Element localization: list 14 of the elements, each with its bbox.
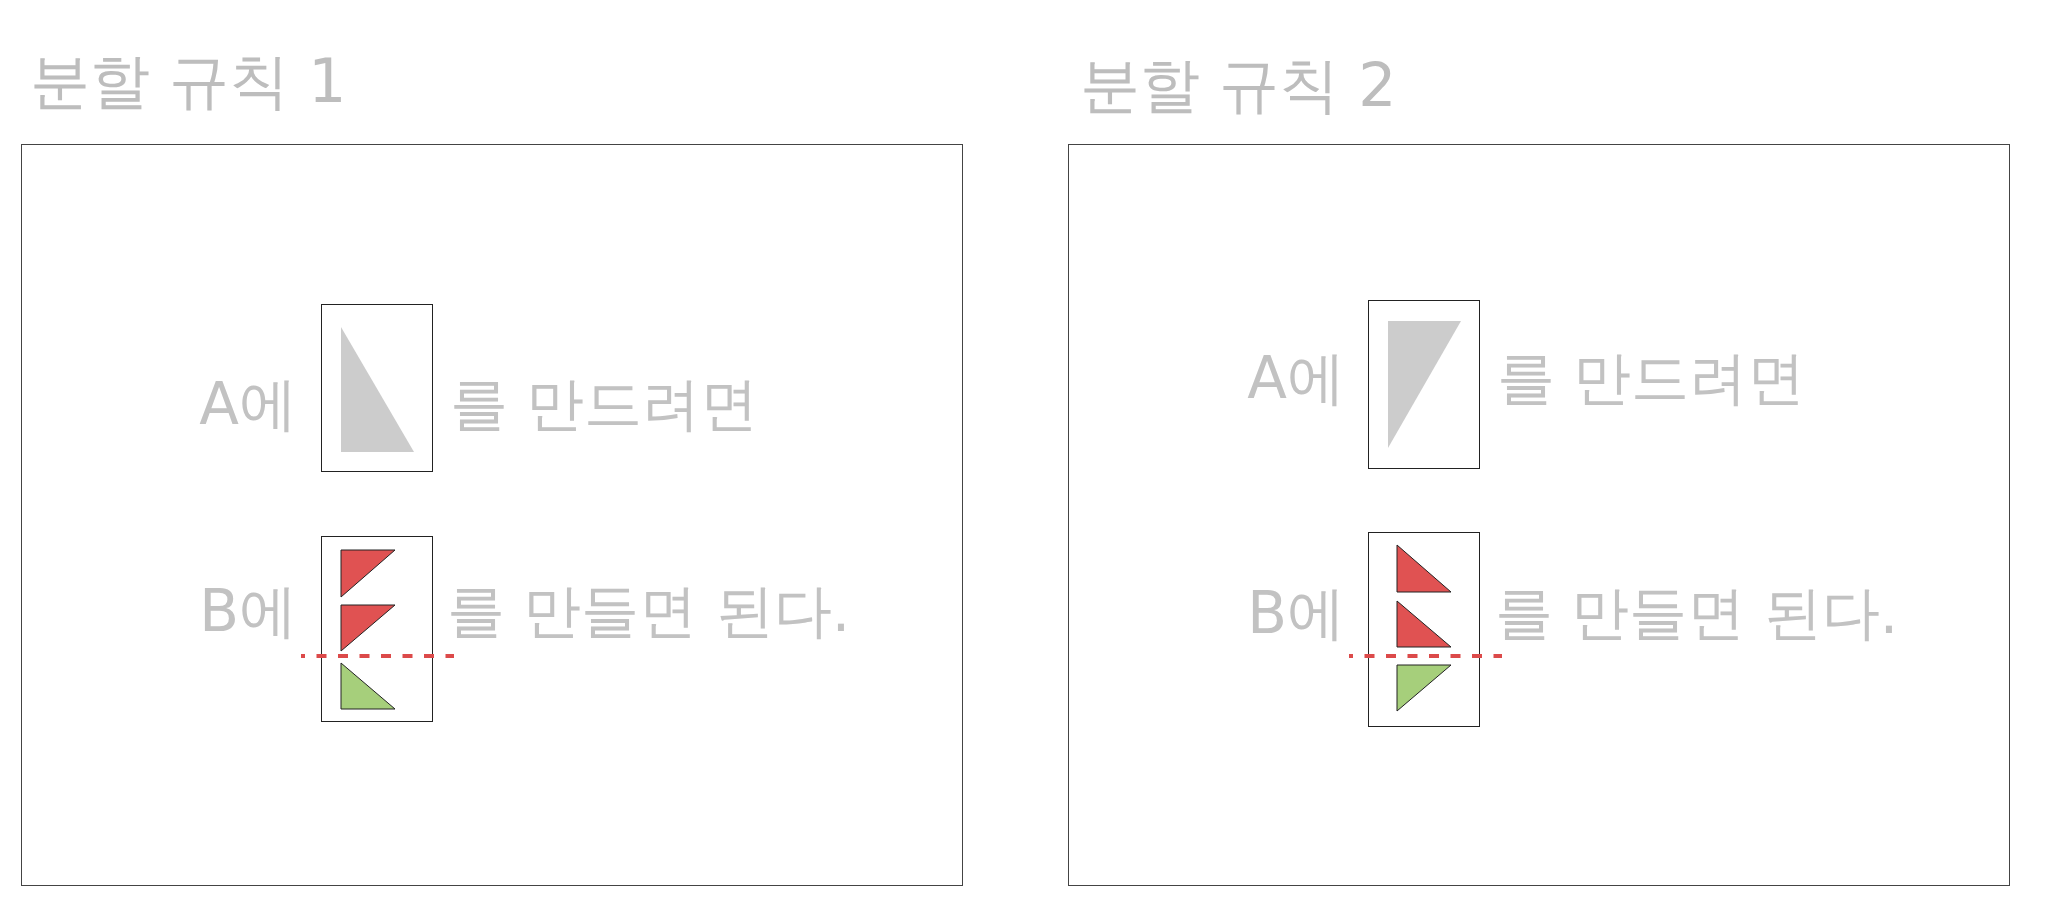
caption-text: 를 만들면 된다. <box>1495 579 1899 647</box>
shape-frame <box>1368 532 1480 727</box>
shape-frame <box>1368 300 1480 469</box>
caption-text: B에 <box>199 577 297 645</box>
caption-text: A에 <box>1247 344 1345 412</box>
caption-text: 를 만드려면 <box>1497 344 1806 412</box>
shape-frame <box>321 536 433 722</box>
shape-frame <box>321 304 433 472</box>
caption-text: 를 만드려면 <box>450 370 759 438</box>
panel-title: 분할 규칙 1 <box>30 46 347 116</box>
caption-text: B에 <box>1247 579 1345 647</box>
caption-text: A에 <box>199 370 297 438</box>
caption-text: 를 만들면 된다. <box>447 577 851 645</box>
panel-title: 분할 규칙 2 <box>1080 50 1397 120</box>
